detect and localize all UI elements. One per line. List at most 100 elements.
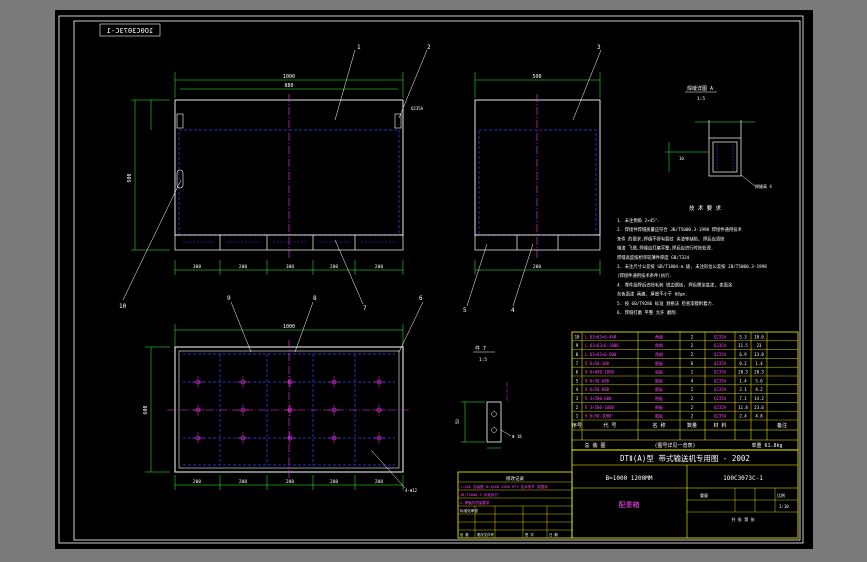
- detail-a-dim: 10: [679, 156, 684, 161]
- side-leaders: [466, 49, 602, 307]
- bom-cell-name: 筋板: [655, 386, 663, 392]
- bom-cell-qty: 2: [691, 334, 694, 339]
- top-leaders: [230, 301, 424, 489]
- bom-cell-name: 角钢: [655, 333, 663, 339]
- notes-line: 2. 焊接件焊缝质量应符合 JB/T5000.3-1998 焊接件通用技术: [617, 226, 742, 233]
- bom-cell-name: 筋板: [655, 360, 663, 366]
- title-sheet-label: 共 张 第 张: [731, 516, 754, 522]
- detail-b: 件 7 1:5 50 Φ 18: [455, 345, 522, 449]
- detail-a-scale: 1:5: [697, 96, 705, 102]
- front-dim-seg2: 200: [239, 264, 247, 270]
- bom-cell-qty: 2: [691, 396, 694, 401]
- detail-a-dims: [665, 121, 755, 172]
- bom-cell-code: δ 6×600-1000: [585, 370, 614, 375]
- notes-line: 5. 按 GB/T9286 标准 划格法 检查漆膜附着力.: [617, 300, 714, 307]
- engineering-drawing: 1O0C3073C-1 1000 880 500 300 200 300 200: [58, 15, 804, 544]
- top-dim-b1: 200: [193, 479, 201, 485]
- bom-cell-code: δ 6×50-100: [585, 361, 610, 366]
- top-hole-pattern: [192, 376, 385, 444]
- bom-cell-mat: Q235A: [714, 378, 727, 383]
- front-dim-overall: 1000: [283, 74, 295, 80]
- bom-cell-qty: 4: [691, 378, 694, 383]
- bom-cell-tw: 5.6: [755, 378, 763, 383]
- bom-cell-code: δ 6×50-880: [585, 387, 610, 392]
- front-dim-lines: [131, 72, 404, 275]
- bom-cell-qty: 2: [691, 387, 694, 392]
- bom-cell-tw: 23: [757, 343, 762, 348]
- detail-b-scale: 1:5: [479, 357, 487, 363]
- notes-line: 灰色面漆 两遍, 厚度不小于 60μm.: [617, 291, 688, 298]
- bom-header-name: 名 称: [652, 422, 665, 429]
- bom-cell-qty: 6: [691, 361, 694, 366]
- bom-cell-no: 1: [576, 414, 579, 419]
- bom-cell-w: 5.3: [739, 334, 747, 339]
- balloon-7: 7: [363, 305, 367, 312]
- bom-cell-mat: Q235A: [714, 352, 727, 357]
- bom-cell-w: 1.4: [739, 378, 747, 383]
- bom-cell-tw: 13.8: [754, 352, 764, 357]
- bom-cell-name: 角钢: [655, 342, 663, 348]
- bom-cell-mat: Q235A: [714, 387, 727, 392]
- sheet-frame: [58, 15, 804, 544]
- notes-line: (焊接件通用技术条件)执行.: [617, 272, 672, 279]
- bom-cell-tw: 14.2: [754, 396, 764, 401]
- drawing-number-tag: 1O0C3073C-1: [99, 23, 161, 37]
- side-body-outline: [474, 99, 601, 236]
- balloon-2: 2: [427, 44, 431, 51]
- bom-cell-w: 7.1: [739, 396, 747, 401]
- notes-heading: 技 术 要 求: [689, 204, 721, 212]
- detail-a-profile: [708, 120, 742, 177]
- balloon-10: 10: [119, 303, 127, 310]
- bom-cell-no: 2: [576, 405, 579, 410]
- bom-cell-mat: Q235A: [714, 370, 727, 375]
- front-leaders: [122, 49, 428, 305]
- balloon-3: 3: [597, 44, 601, 51]
- revision-grid: [458, 481, 572, 538]
- bom-cell-qty: 2: [691, 352, 694, 357]
- title-standard: DTⅡ(A)型 带式输送机专用图 - 2002: [620, 453, 750, 463]
- bom-cell-qty: 2: [691, 343, 694, 348]
- bom-summary-right: 单重 61.8kg: [751, 442, 782, 449]
- bom-header-code: 代 号: [603, 422, 616, 429]
- revision-line-4: 标准化审查: [460, 508, 478, 513]
- bom-cell-w: 11.8: [738, 405, 748, 410]
- title-weight-label: 重量: [700, 492, 708, 498]
- top-view: 1000 600 200 200 200 200 200: [143, 295, 424, 493]
- bom-header-mat: 材 料: [713, 422, 726, 429]
- side-dim-bottom: 200: [533, 264, 541, 270]
- bom-cell-w: 6.9: [739, 352, 747, 357]
- bom-cell-w: 11.5: [738, 343, 748, 348]
- notes-line: 4. 零件组焊后去除毛刺 锐边倒钝, 焊后需涂底漆, 表面涂: [617, 281, 733, 288]
- notes-lines: 1. 未注倒角 2×45°. 2. 焊接件焊缝质量应符合 JB/T5000.3-1…: [617, 217, 767, 316]
- front-dim-seg4: 200: [330, 264, 338, 270]
- bom-cell-tw: 4.8: [755, 414, 763, 419]
- balloon-5: 5: [463, 307, 467, 314]
- side-view: 500 200 3 5 4: [463, 44, 602, 314]
- bom-cell-tw: 1.4: [755, 361, 763, 366]
- bom-cell-w: 2.4: [739, 414, 747, 419]
- revision-table: 修改记录 1:20A 总装图 B=1000-1200 HYY 技术条件 按国标 …: [457, 471, 573, 539]
- bom-cell-name: 侧板: [655, 404, 663, 410]
- top-hole-note: 4-Φ12: [405, 488, 418, 493]
- front-bottom-ribs: [174, 234, 404, 251]
- bom-summary-left: 总 装 图: [584, 442, 605, 449]
- notes-line: 焊缝高度按相邻较薄件厚度 GB/T324: [617, 254, 690, 261]
- bom-cell-name: 筋板: [655, 377, 663, 383]
- side-bottom-ribs: [474, 234, 601, 251]
- notes-line: 条件 的要求,焊缝不得有裂纹 夹渣等缺陷, 焊后应清除: [617, 235, 725, 242]
- notes-line: 1. 未注倒角 2×45°.: [617, 217, 660, 224]
- detail-a-hidden: [716, 144, 734, 170]
- detail-a: 焊缝详图 A 1:5 10 焊缝高 4: [665, 85, 772, 189]
- title-block: DTⅡ(A)型 带式输送机专用图 - 2002 B=1000 1200MM 1O…: [571, 449, 799, 539]
- title-part-name: 配重箱: [619, 500, 640, 509]
- top-dim-b5: 200: [375, 479, 383, 485]
- revision-line-3: 2.焊缝的质量要求: [460, 500, 490, 505]
- revision-col-date: 日 期: [549, 532, 558, 537]
- bom-cell-w: 2.1: [739, 387, 747, 392]
- notes-line: 3. 未注尺寸公差按 GB/T1804-m 级, 未注形位公差按 JB/T500…: [617, 263, 767, 270]
- detail-b-title: 件 7: [475, 345, 486, 352]
- cad-viewport[interactable]: 1O0C3073C-1 1000 880 500 300 200 300 200: [55, 10, 813, 549]
- side-dim-lines: [474, 72, 601, 275]
- notes-line: 6. 焊缝打磨 平整 允许 磨削.: [617, 309, 678, 316]
- bom-cell-code: L 63×63×6-1000: [585, 343, 619, 348]
